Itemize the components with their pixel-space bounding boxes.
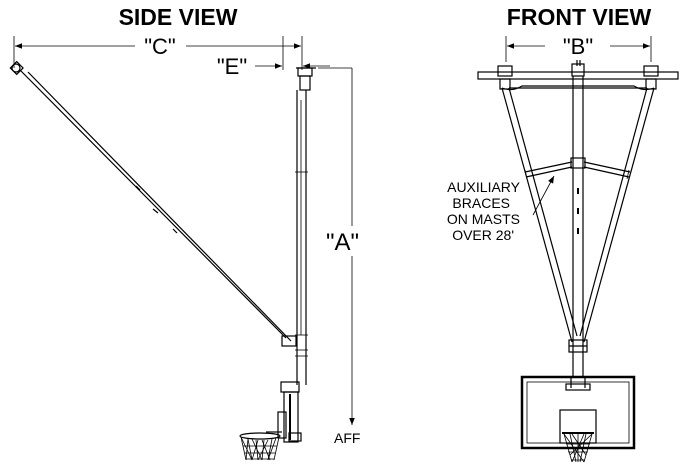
aff-label: AFF [334,430,360,446]
front-view-title: FRONT VIEW [507,4,652,30]
dimension-a-label: "A" [326,229,359,256]
front-mast [568,76,588,378]
ceiling-beam [477,60,679,90]
dimension-c-label: "C" [144,34,176,59]
note-line-3: ON MASTS [447,211,520,227]
dimension-a: "A" AFF [318,67,368,446]
side-view-title: SIDE VIEW [119,4,238,30]
note-line-1: AUXILIARY [447,179,521,195]
side-backboard-assembly [266,381,302,443]
side-mount-bracket [296,67,316,91]
auxiliary-braces [524,161,631,180]
dimension-e: "E" [217,36,330,79]
front-view: FRONT VIEW "B" [447,4,679,463]
dimension-e-label: "E" [217,54,247,79]
side-mast [295,90,308,385]
dimension-b-label: "B" [563,34,593,59]
note-line-2: BRACES [452,195,510,211]
side-view: SIDE VIEW "C" "E" "A" AFF [9,4,368,461]
side-net [239,432,281,461]
auxiliary-brace-note: AUXILIARY BRACES ON MASTS OVER 28' [447,175,555,243]
diagonal-brace [9,60,297,347]
dimension-b: "B" [505,34,652,62]
front-net [562,432,594,463]
front-v-frame [501,85,655,343]
note-line-4: OVER 28' [452,227,514,243]
dimension-c: "C" [13,34,303,70]
